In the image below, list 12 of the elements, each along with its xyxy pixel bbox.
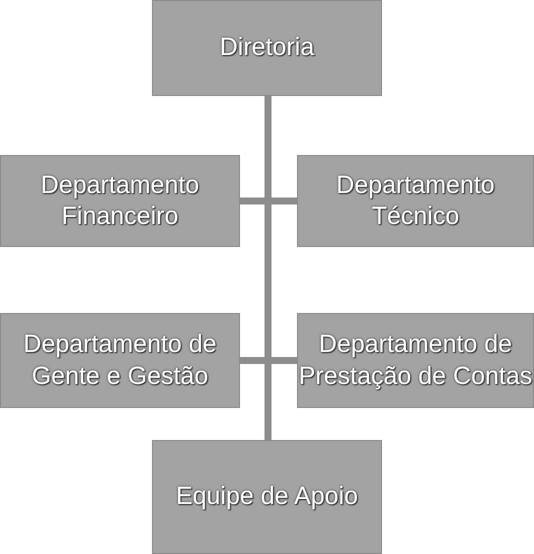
department-label: Diretoria [220, 32, 314, 64]
department-box [152, 0, 382, 96]
department-label: Departamento Financeiro [40, 170, 200, 232]
department-box [0, 313, 240, 408]
department-label: Equipe de Apoio [176, 481, 358, 512]
department-label: Departamento de Prestação de Contas [298, 329, 533, 392]
department-label: Departamento de Gente e Gestão [22, 329, 218, 392]
department-box [297, 155, 534, 247]
department-box [297, 313, 534, 408]
department-box [152, 440, 382, 554]
department-box [0, 155, 240, 247]
department-label: Departamento Técnico [335, 170, 496, 232]
